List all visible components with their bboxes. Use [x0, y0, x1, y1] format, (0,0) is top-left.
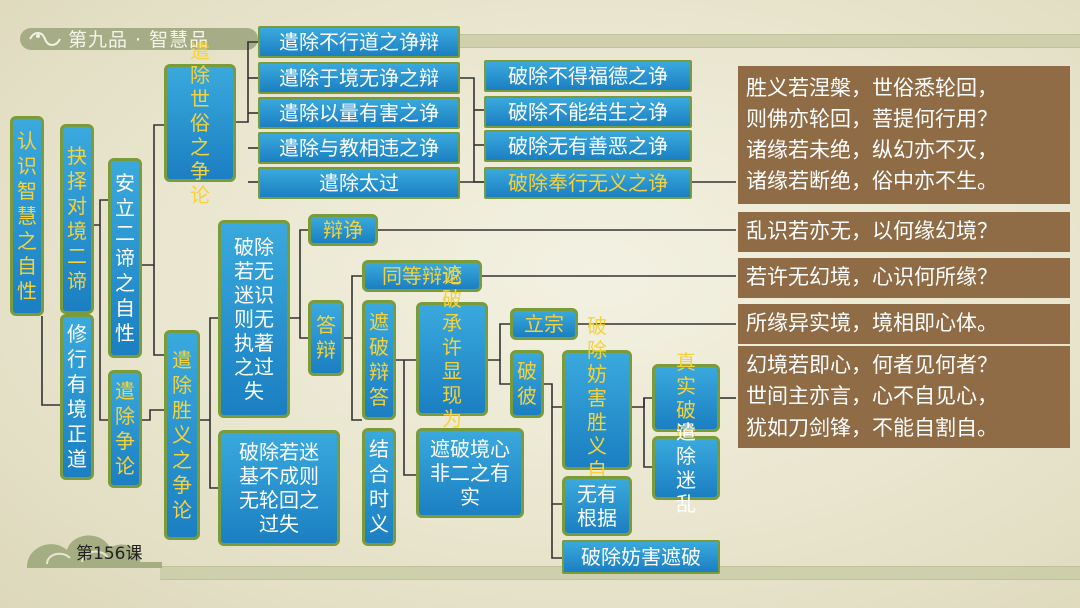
node-refute-answer: 遮破辩答	[362, 300, 396, 420]
verse-box-1: 胜义若涅槃，世俗悉轮回， 则佛亦轮回，菩提何行用？ 诸缘若未绝，纵幻亦不灭， 诸…	[738, 66, 1070, 204]
verse-line: 则佛亦轮回，菩提何行用？	[746, 106, 998, 131]
swirl-ornament-icon	[29, 32, 61, 46]
node-mind-only: 破除若无迷识则无执著之过失	[218, 220, 290, 418]
node-c3: 遣除以量有害之诤	[258, 97, 460, 129]
node-d2: 破除不能结生之诤	[484, 96, 692, 128]
node-real: 真实破除	[652, 350, 720, 446]
node-refute: 遣除争论	[108, 370, 142, 488]
lesson-number: 第156课	[76, 544, 143, 564]
node-same-debate: 同等辩论	[362, 260, 482, 292]
node-ultimate: 遣除胜义之争论	[164, 330, 200, 540]
verse-box-4: 所缘异实境，境相即心体。	[738, 304, 1070, 344]
node-establish: 安立二谛之自性	[108, 158, 142, 358]
node-d4: 破除奉行无义之诤	[484, 167, 692, 199]
node-c2: 遣除于境无诤之辩	[258, 62, 460, 94]
verse-line: 乱识若亦无，以何缘幻境？	[746, 219, 998, 244]
node-no-basis: 无有根据	[562, 476, 632, 536]
verse-box-2: 乱识若亦无，以何缘幻境？	[738, 212, 1070, 252]
cloud-ornament-icon	[27, 535, 162, 568]
verse-line: 诸缘若未绝，纵幻亦不灭，	[746, 138, 998, 162]
node-thesis: 立宗	[510, 308, 578, 340]
node-remove-conf: 遣除迷乱	[652, 420, 720, 516]
node-c1: 遣除不行道之诤辩	[258, 26, 460, 58]
title-banner	[20, 28, 258, 50]
verse-line: 犹如刀剑锋，不能自割自。	[746, 415, 998, 440]
node-d1: 破除不得福德之诤	[484, 60, 692, 92]
node-d3: 破除无有善恶之诤	[484, 130, 692, 162]
node-combine: 结合时义	[362, 428, 396, 546]
node-debate: 辩诤	[308, 214, 378, 246]
node-root: 认识智慧之自性	[10, 116, 44, 316]
node-conventional: 遣除世俗之争论	[164, 39, 236, 207]
page-title: 第九品 · 智慧品	[68, 29, 210, 51]
node-self-aware: 破除妨害胜义自证	[562, 314, 632, 506]
node-confused: 破除若迷基不成则无轮回之过失	[218, 430, 340, 546]
top-decorative-band	[258, 34, 1080, 48]
verse-line: 所缘异实境，境相即心体。	[746, 311, 998, 336]
node-refute-state: 遮破境心非二之有实	[416, 428, 524, 518]
verse-line: 若许无幻境，心识何所缘？	[746, 265, 998, 290]
node-practice: 修行有境正道	[60, 314, 94, 480]
verse-box-5: 幻境若即心，何者见何者？ 世间主亦言，心不自见心， 犹如刀剑锋，不能自割自。	[738, 346, 1070, 448]
verse-line: 世间主亦言，心不自见心，	[746, 384, 998, 409]
node-refutation: 破彼	[510, 350, 544, 418]
node-answer: 答辩	[308, 300, 344, 376]
node-refute-harm: 破除妨害遮破	[562, 540, 720, 574]
verse-line: 诸缘若断绝，俗中亦不生。	[746, 169, 998, 194]
node-refute-accept: 遮破承许显现为心	[416, 263, 488, 455]
verse-line: 胜义若涅槃，世俗悉轮回，	[746, 75, 998, 100]
node-two-truths: 抉择对境二谛	[60, 124, 94, 314]
node-c4: 遣除与教相违之诤	[258, 132, 460, 164]
node-c5: 遣除太过	[258, 167, 460, 199]
verse-box-3: 若许无幻境，心识何所缘？	[738, 258, 1070, 298]
verse-line: 幻境若即心，何者见何者？	[746, 353, 998, 378]
